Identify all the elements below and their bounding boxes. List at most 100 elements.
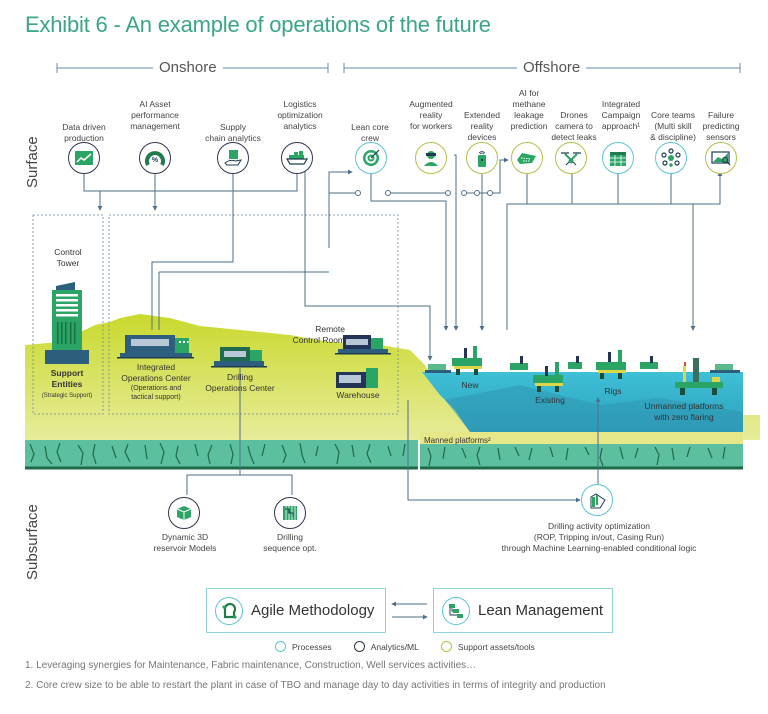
legend: Processes Analytics/ML Support assets/to… bbox=[275, 641, 535, 652]
new-label: New bbox=[461, 380, 479, 390]
doc-building bbox=[211, 347, 267, 368]
growth-chart-icon bbox=[75, 151, 93, 165]
node-label-drilling-activity: Drilling activity optimization (ROP, Tri… bbox=[501, 521, 697, 553]
device-signal-icon bbox=[478, 151, 486, 167]
node-label-data-driven: Data driven production bbox=[62, 122, 106, 143]
legend-swatch-analytics bbox=[353, 641, 365, 652]
platform-small-3 bbox=[640, 356, 658, 369]
platform-rigs bbox=[596, 350, 626, 379]
sensor-monitor-icon bbox=[711, 151, 731, 166]
offshore-platforms bbox=[425, 346, 740, 395]
node-extended-reality bbox=[466, 142, 498, 174]
lean-icon-circle bbox=[442, 596, 470, 625]
flowchart-icon bbox=[449, 603, 463, 618]
unmanned-platforms-label: Unmanned platforms with zero flaring bbox=[644, 401, 724, 422]
seabed bbox=[420, 432, 743, 444]
footnote-2: 2. Core crew size to be able to restart … bbox=[25, 680, 606, 691]
manned-platforms-label: Manned platforms² bbox=[424, 436, 491, 445]
land bbox=[25, 314, 760, 440]
node-failure-sensors bbox=[705, 142, 737, 174]
supply-boat-left bbox=[425, 364, 451, 373]
lean-management-label: Lean Management bbox=[478, 602, 604, 619]
warehouse-building bbox=[336, 368, 378, 388]
drone-icon bbox=[561, 152, 581, 166]
remote-control-room-building bbox=[335, 335, 391, 355]
node-supply-chain-analytics bbox=[217, 142, 249, 174]
ioc-sublabel: (Operations and tactical support) bbox=[130, 385, 182, 401]
node-label-ar-workers: Augmented reality for workers bbox=[409, 99, 453, 131]
node-lean-core-crew bbox=[355, 142, 387, 174]
legend-label-analytics: Analytics/ML bbox=[370, 641, 419, 652]
control-tower-building bbox=[45, 282, 89, 364]
control-tower-label: Control Tower bbox=[54, 247, 82, 268]
node-data-driven-production bbox=[68, 142, 100, 174]
onshore-zone-boxes bbox=[32, 214, 399, 415]
cube-icon bbox=[176, 506, 192, 520]
control-tower-zone bbox=[32, 214, 104, 415]
node-drilling-sequence bbox=[274, 497, 306, 529]
sea-deep bbox=[445, 385, 743, 435]
rigs-label: Rigs bbox=[604, 386, 622, 396]
junction-dots bbox=[355, 190, 493, 196]
legend-item-support: Support assets/tools bbox=[440, 641, 535, 652]
node-label-core-teams: Core teams (Multi skill & discipline) bbox=[650, 110, 696, 142]
ioc-building bbox=[117, 335, 194, 359]
node-augmented-reality bbox=[415, 142, 447, 174]
agile-methodology-box: Agile Methodology bbox=[206, 588, 386, 633]
rock-layer bbox=[25, 440, 743, 470]
node-label-ai-asset: AI Asset performance management bbox=[130, 99, 180, 131]
legend-label-processes: Processes bbox=[292, 641, 332, 652]
node-drones-camera bbox=[555, 142, 587, 174]
onshore-label: Onshore bbox=[153, 59, 223, 76]
lean-management-box: Lean Management bbox=[433, 588, 613, 633]
legend-swatch-processes bbox=[275, 641, 286, 652]
operations-zone bbox=[108, 214, 399, 415]
node-label-lean-core-crew: Lean core crew bbox=[351, 122, 389, 143]
node-integrated-campaign bbox=[602, 142, 634, 174]
agile-methodology-label: Agile Methodology bbox=[251, 602, 375, 619]
warehouse-label: Warehouse bbox=[336, 390, 380, 400]
existing-label: Existing bbox=[535, 395, 565, 405]
network-team-icon bbox=[661, 148, 681, 167]
ioc-label: Integrated Operations Center bbox=[121, 362, 191, 383]
svg-text:%: % bbox=[152, 157, 159, 164]
cargo-ship-icon bbox=[285, 151, 309, 165]
legend-swatch-support bbox=[440, 641, 452, 652]
node-ai-asset-performance: % bbox=[139, 142, 171, 174]
footnote-1: 1. Leveraging synergies for Maintenance,… bbox=[25, 660, 477, 671]
node-label-logistics: Logistics optimization analytics bbox=[277, 99, 323, 131]
remote-control-room-label: Remote Control Room bbox=[292, 324, 345, 345]
node-label-dynamic-3d: Dynamic 3D reservoir Models bbox=[153, 532, 217, 553]
platform-small-2 bbox=[568, 356, 582, 369]
platform-existing bbox=[533, 362, 563, 392]
page-title: Exhibit 6 - An example of operations of … bbox=[25, 12, 491, 37]
legend-item-analytics: Analytics/ML bbox=[353, 641, 419, 652]
supply-boat-right bbox=[710, 364, 740, 373]
platform-new bbox=[452, 346, 482, 375]
pipe-leak-icon bbox=[517, 153, 536, 164]
node-core-teams bbox=[655, 142, 687, 174]
node-label-failure-sensors: Failure predicting sensors bbox=[702, 110, 740, 142]
offshore-label: Offshore bbox=[517, 59, 587, 76]
drilling-grid-icon bbox=[283, 506, 297, 520]
target-icon bbox=[363, 149, 380, 166]
node-label-drilling-sequence: Drilling sequence opt. bbox=[263, 532, 317, 553]
vr-headset-worker-icon bbox=[424, 151, 438, 166]
node-logistics-optimization bbox=[281, 142, 313, 174]
legend-label-support: Support assets/tools bbox=[457, 641, 535, 652]
drill-hand-icon bbox=[590, 493, 606, 509]
gauge-percent-icon: % bbox=[145, 151, 165, 166]
platform-unmanned bbox=[675, 358, 723, 395]
node-label-drones: Drones camera to detect leaks bbox=[551, 110, 597, 142]
platform-small-1 bbox=[510, 356, 528, 370]
calendar-icon bbox=[610, 152, 626, 166]
node-label-supply-chain: Supply chain analytics bbox=[205, 122, 261, 143]
node-drilling-activity-optimization bbox=[581, 484, 613, 516]
support-entities-label: Support Entities bbox=[50, 368, 84, 389]
node-dynamic-3d-reservoir bbox=[168, 497, 200, 529]
node-methane-prediction bbox=[511, 142, 543, 174]
hand-box-icon bbox=[224, 150, 242, 166]
legend-item-processes: Processes bbox=[275, 641, 332, 652]
